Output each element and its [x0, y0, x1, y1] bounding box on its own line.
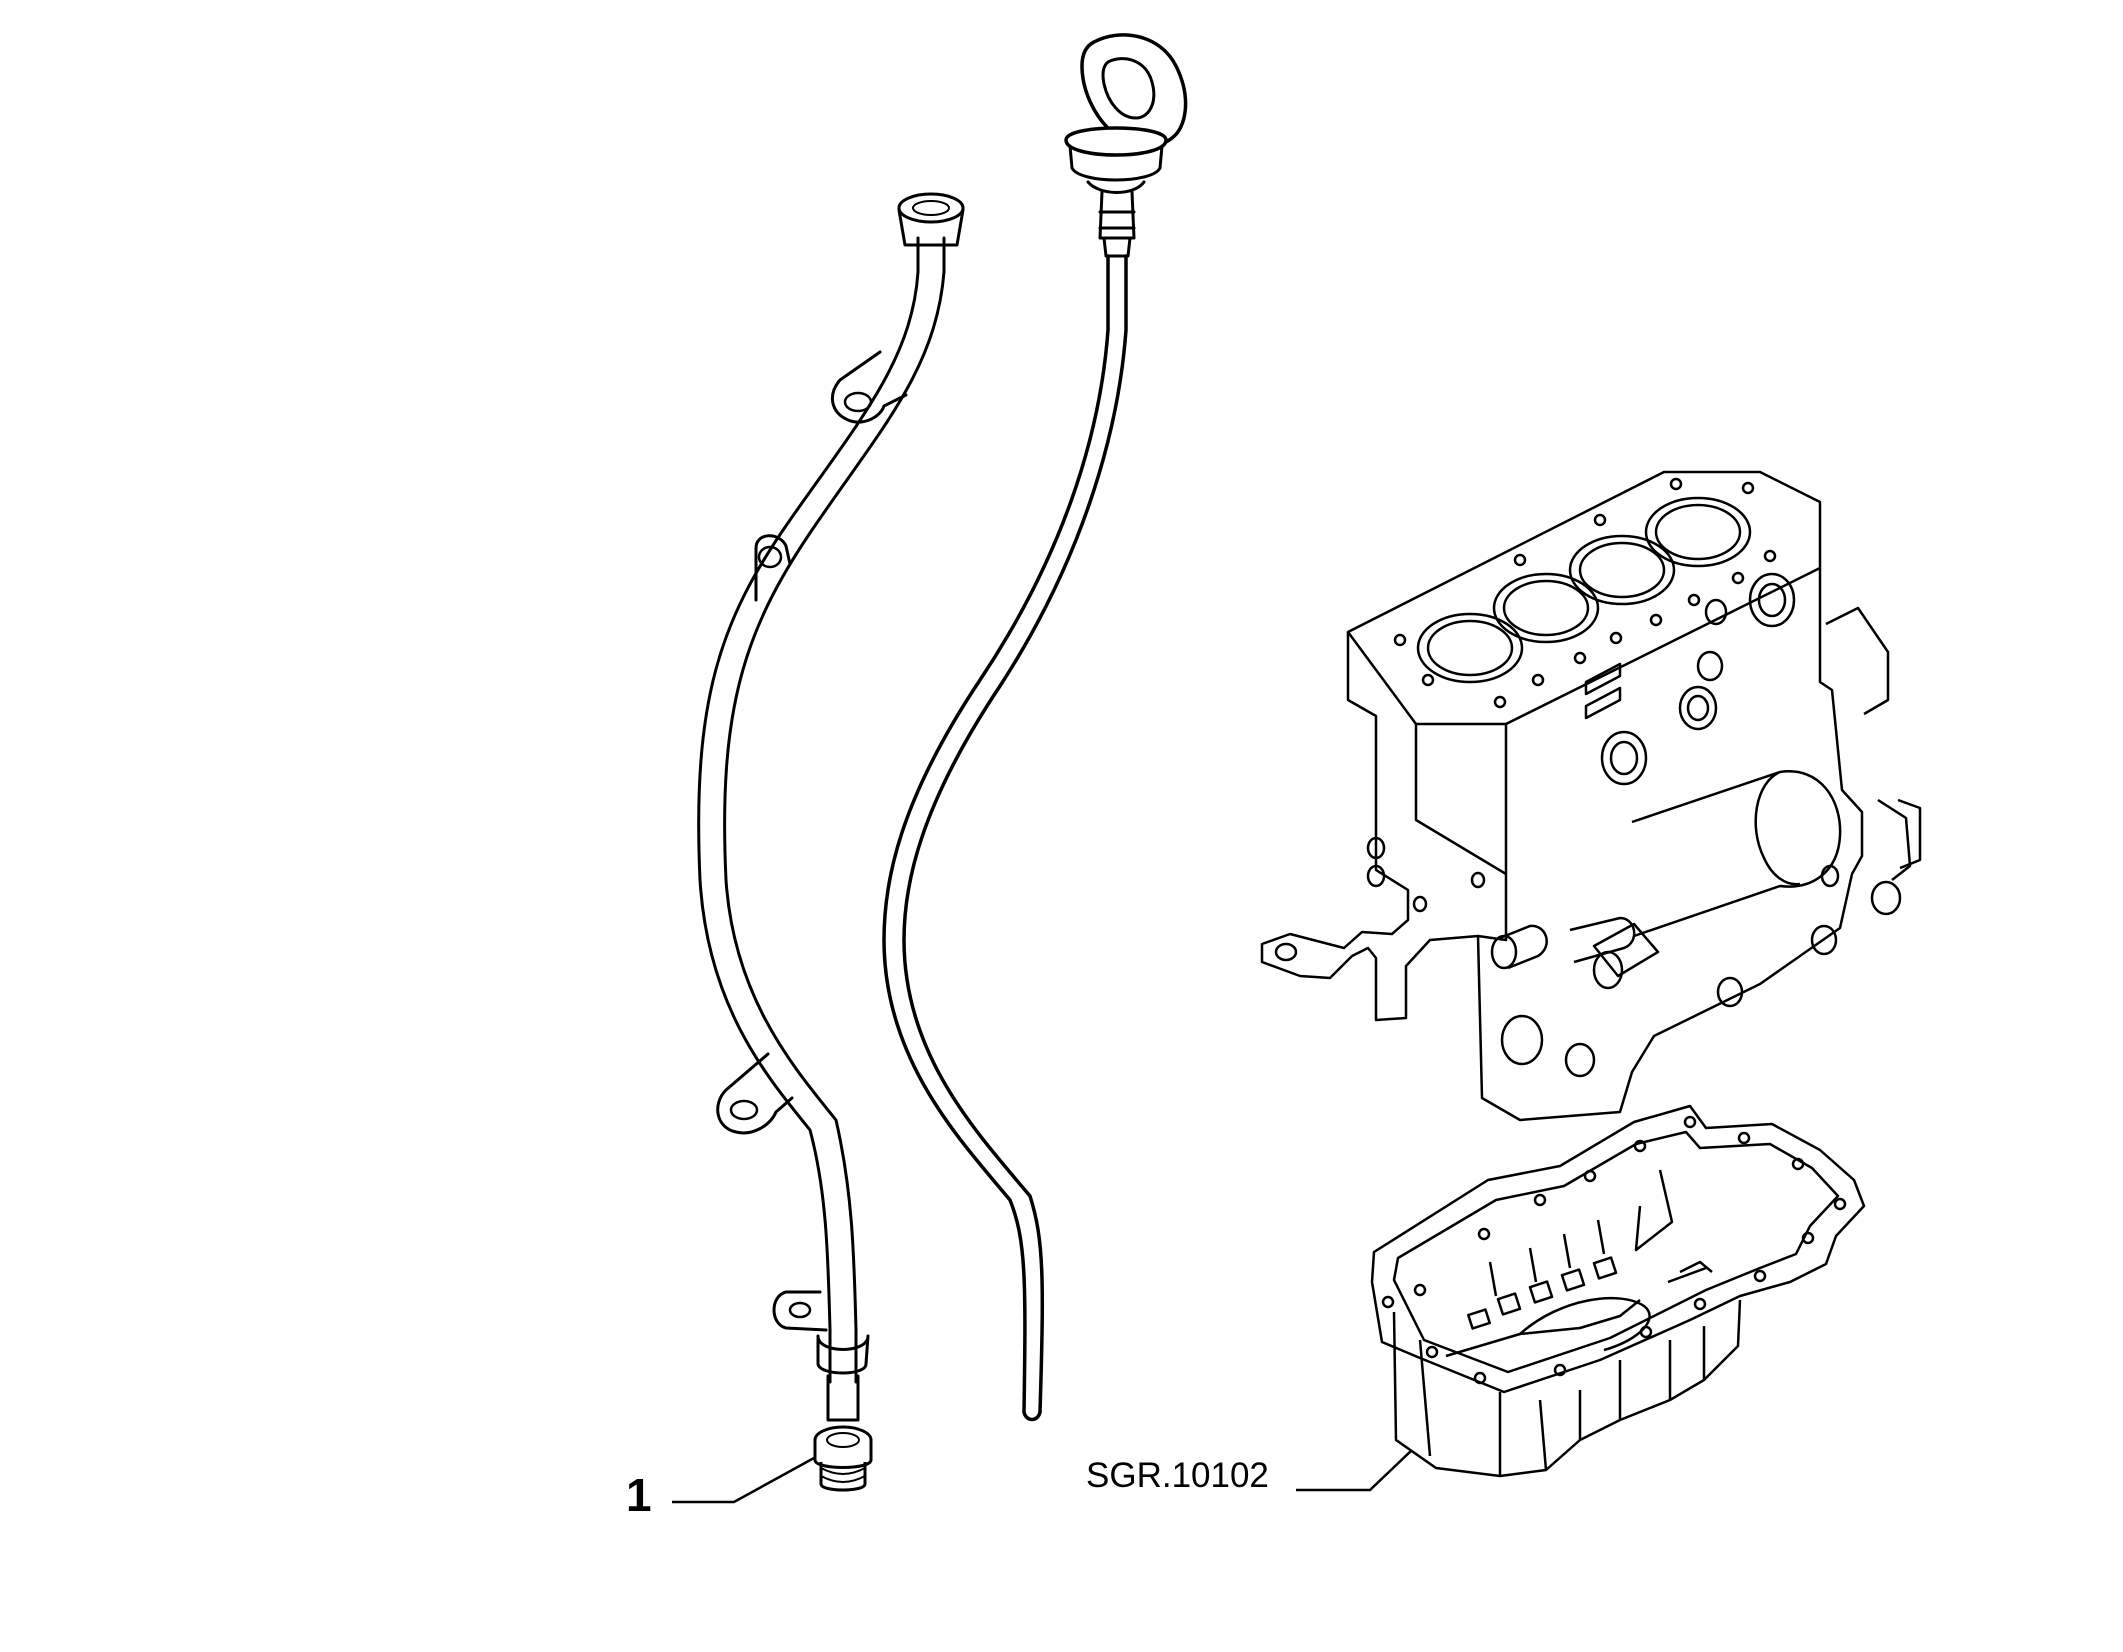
leader-line-part-1 — [672, 1456, 815, 1504]
callout-oil-sump-reference[interactable]: SGR.10102 — [1086, 1456, 1269, 1495]
engine-block[interactable] — [1260, 470, 1922, 1122]
oil-sump[interactable] — [1370, 1104, 1866, 1478]
dipstick-guide-tube[interactable] — [697, 192, 965, 1422]
leader-lines — [672, 1449, 1413, 1504]
callout-part-number-1[interactable]: 1 — [626, 1469, 652, 1521]
leader-line-sgr — [1296, 1449, 1413, 1492]
threaded-plug-part-1[interactable] — [813, 1425, 873, 1492]
oil-dipstick[interactable] — [882, 33, 1188, 1422]
